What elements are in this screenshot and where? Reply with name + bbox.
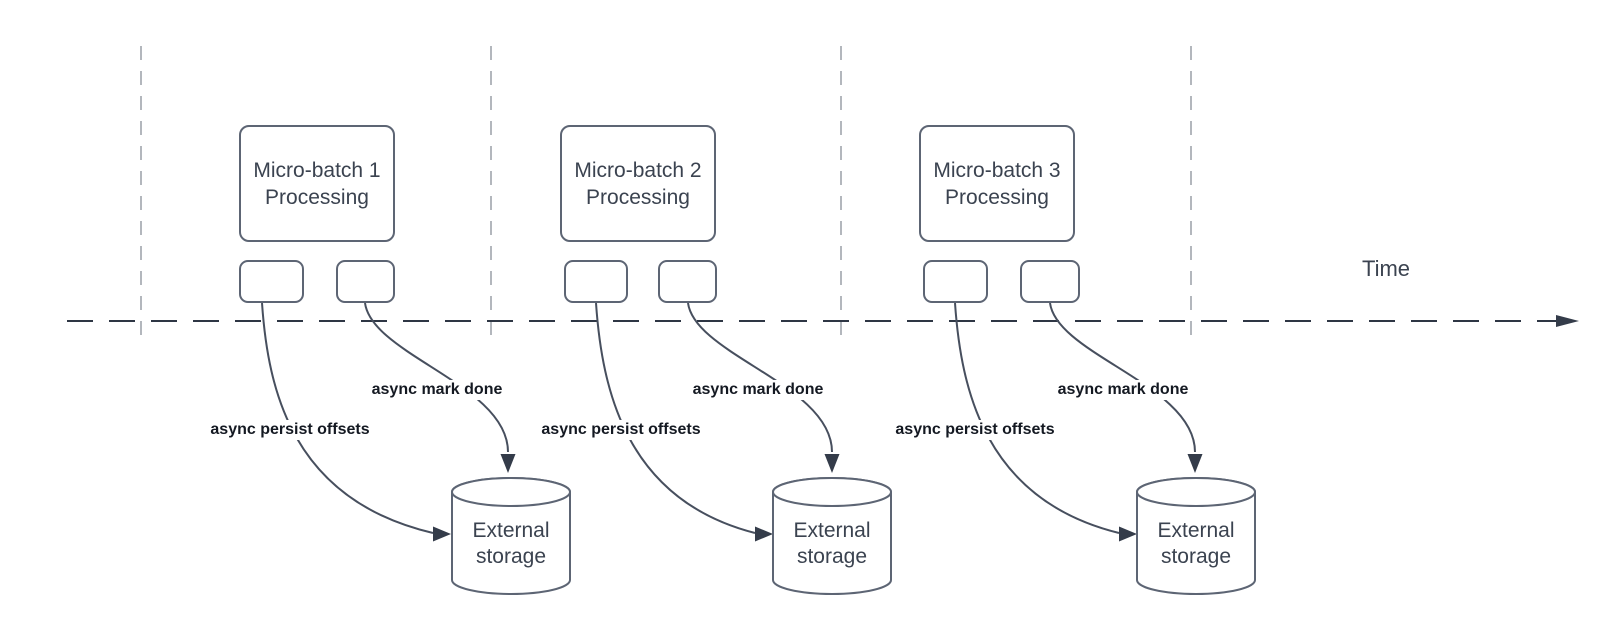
external-storage-label-2: External storage [793,519,871,568]
done-task-box-3 [1020,260,1080,303]
external-storage-cylinder-2 [772,477,892,595]
mark-done-label-2: async mark done [689,380,827,400]
micro-batch-3-box: Micro-batch 3 Processing [919,125,1075,242]
mark-done-arrowhead-3 [1187,454,1203,473]
micro-batch-1-box: Micro-batch 1 Processing [239,125,395,242]
external-storage-cylinder-1 [451,477,571,595]
persist-offsets-label-1: async persist offsets [207,420,373,440]
mark-done-arrow-3 [1049,302,1196,453]
mark-done-arrowhead-1 [500,454,516,473]
time-axis-label: Time [1361,256,1411,281]
external-storage-label-1: External storage [472,519,550,568]
offset-task-box-3 [923,260,988,303]
cylinder-top-1 [451,477,571,507]
persist-offsets-arrow-1 [261,302,434,534]
offset-task-box-1 [239,260,304,303]
mark-done-arrowhead-2 [824,454,840,473]
persist-offsets-arrow-2 [595,302,756,534]
done-task-box-1 [336,260,395,303]
offset-task-box-2 [564,260,628,303]
micro-batch-3-title: Micro-batch 3 Processing [933,158,1061,209]
done-task-box-2 [658,260,717,303]
cylinder-top-2 [772,477,892,507]
external-storage-label-3: External storage [1157,519,1235,568]
micro-batch-2-box: Micro-batch 2 Processing [560,125,716,242]
persist-offsets-arrowhead-2 [755,526,773,542]
mark-done-label-1: async mark done [368,380,506,400]
external-storage-cylinder-3 [1136,477,1256,595]
cylinder-top-3 [1136,477,1256,507]
time-axis-arrow-icon [1556,315,1579,327]
persist-offsets-arrowhead-1 [433,526,451,542]
persist-offsets-label-3: async persist offsets [892,420,1058,440]
persist-offsets-arrowhead-3 [1119,526,1137,542]
micro-batch-1-title: Micro-batch 1 Processing [253,158,381,209]
mark-done-arrow-2 [687,302,833,453]
micro-batch-2-title: Micro-batch 2 Processing [574,158,702,209]
mark-done-arrow-1 [364,302,509,453]
persist-offsets-arrow-3 [954,302,1120,534]
persist-offsets-label-2: async persist offsets [538,420,704,440]
mark-done-label-3: async mark done [1054,380,1192,400]
